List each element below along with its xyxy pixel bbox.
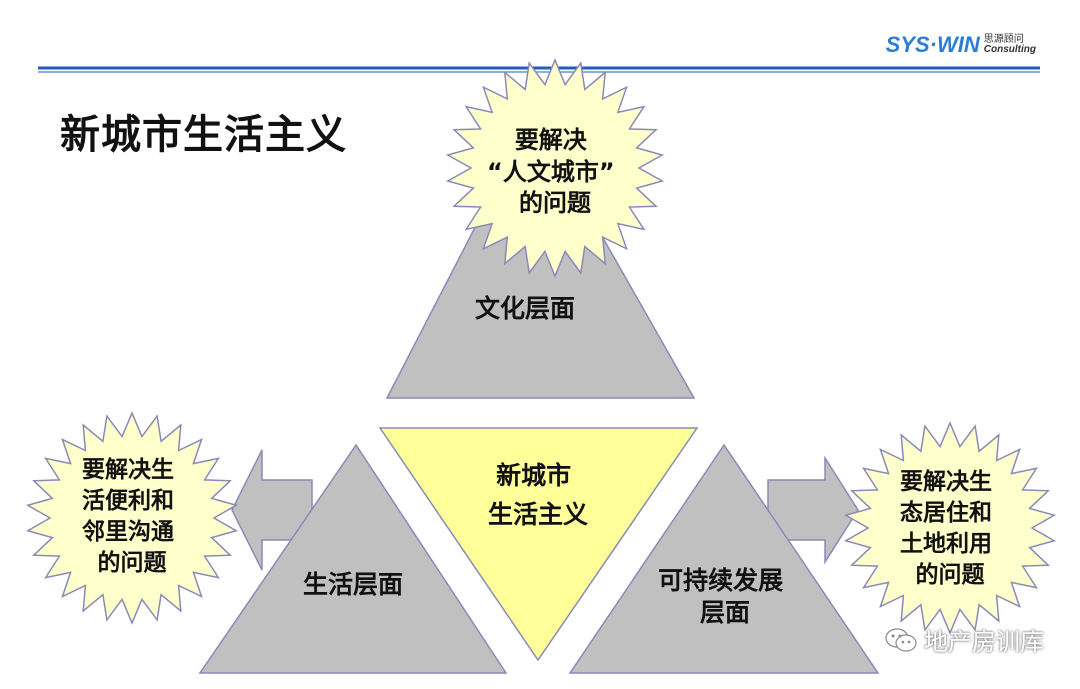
- wechat-icon: [885, 627, 917, 652]
- watermark: 地产房训库: [884, 622, 1044, 657]
- logo-brand: SYS·WIN: [885, 32, 980, 57]
- label-burst-right: 要解决生 态居住和 土地利用 的问题: [900, 468, 1000, 588]
- burst-left: [25, 411, 239, 625]
- triangle-right: [568, 443, 880, 674]
- burst-top: [445, 58, 665, 278]
- burst-right: [843, 421, 1057, 635]
- page-title: 新城市生活主义: [60, 112, 347, 158]
- logo-cn: 思源顾问: [983, 34, 1024, 45]
- label-left-triangle: 生活层面: [303, 570, 403, 599]
- label-burst-left: 要解决生 活便利和 邻里沟通 的问题: [82, 456, 182, 576]
- logo-side: 思源顾问 Consulting: [984, 35, 1036, 55]
- watermark-text: 地产房训库: [924, 628, 1044, 656]
- triangle-center: [378, 427, 699, 662]
- triangle-left: [198, 443, 508, 674]
- label-center: 新城市 生活主义: [488, 461, 588, 529]
- label-top-triangle: 文化层面: [475, 294, 575, 323]
- sys-win-logo: SYS·WIN 思源顾问 Consulting: [886, 32, 1036, 58]
- label-right-triangle: 可持续发展 层面: [658, 566, 792, 627]
- logo-en: Consulting: [983, 44, 1036, 55]
- label-burst-top: 要解决 “人文城市” 的问题: [487, 126, 623, 217]
